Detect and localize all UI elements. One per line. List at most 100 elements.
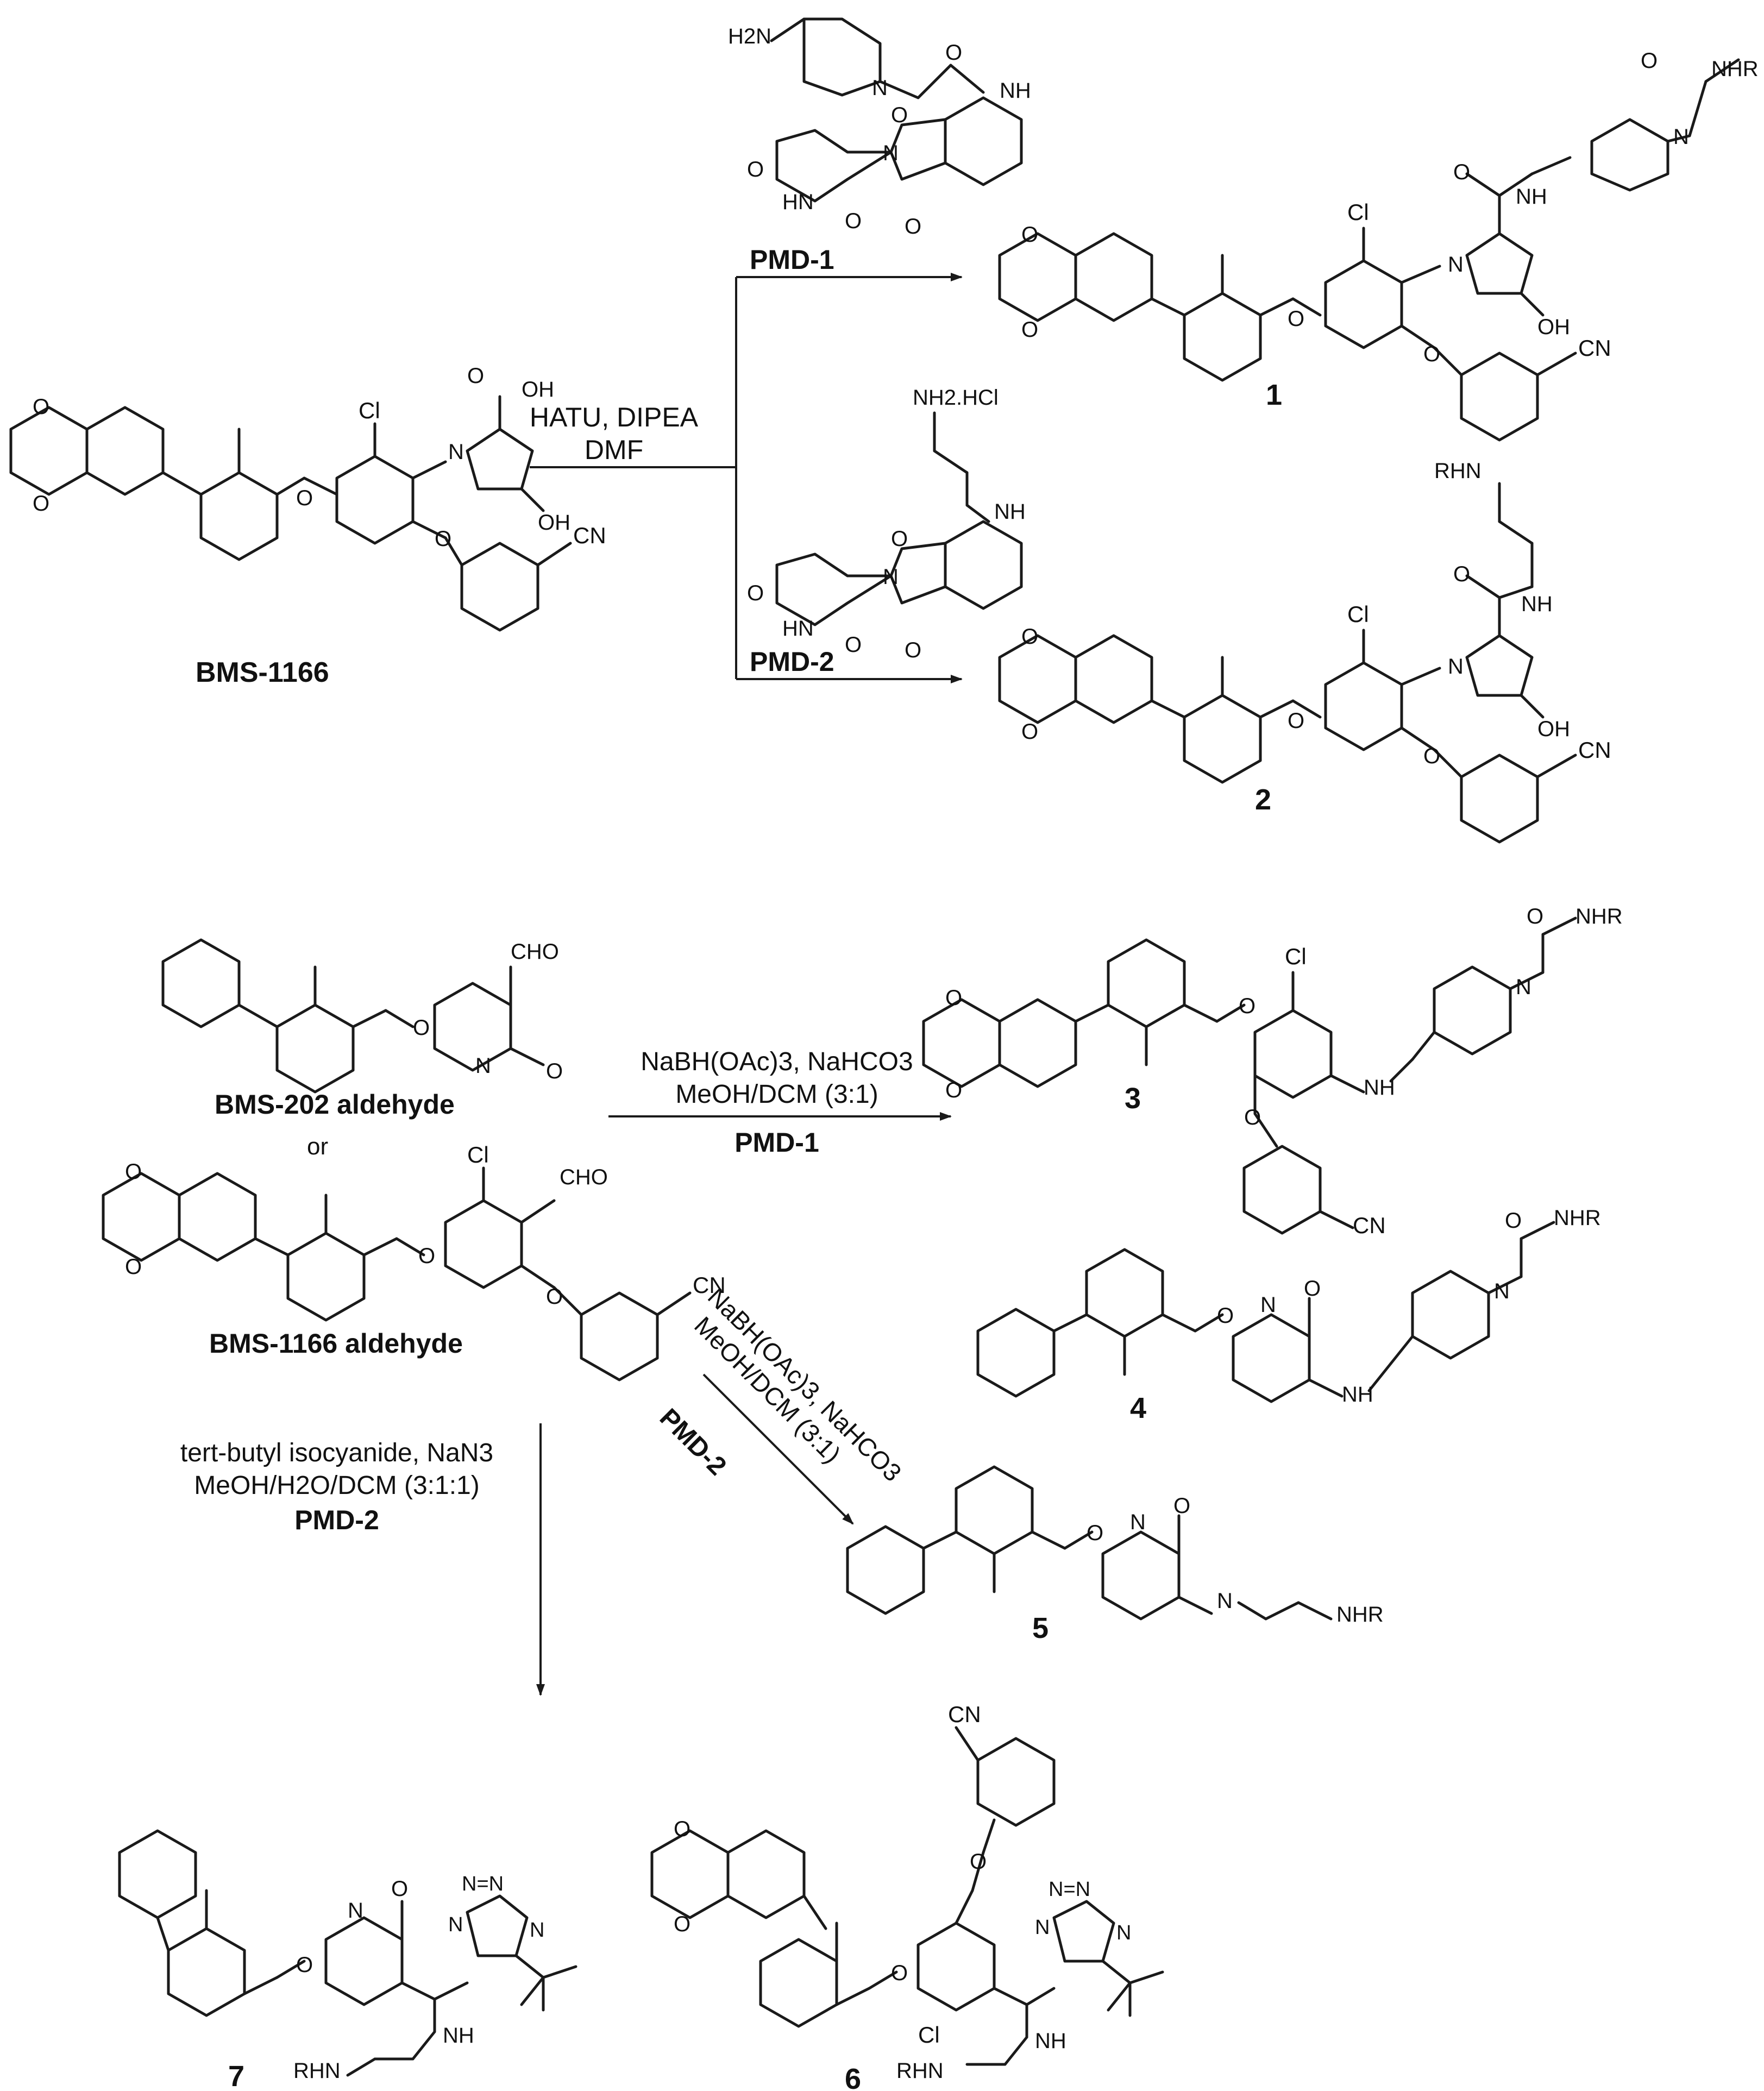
p3-o4: O [1244,1106,1261,1129]
b1166a-o1: O [125,1160,142,1184]
product-7-structure [118,1829,577,2077]
p2-o3: O [1288,709,1304,733]
bms1166-structure [9,395,572,632]
pmd1-o3: O [905,215,921,238]
middle-conditions-2: MeOH/DCM (3:1) [675,1080,878,1109]
p4-n: N [1260,1293,1276,1317]
p3-o3: O [1239,994,1255,1018]
p5-o1: O [1087,1521,1103,1545]
p7-n2: N [448,1913,463,1936]
pmd2-o1: O [891,527,908,551]
p1-nhr: NHR [1711,57,1759,81]
product-6-label: 6 [845,2063,861,2091]
p1-cn: CN [1578,335,1611,361]
p6-n3: N [1116,1922,1131,1944]
p4-nhr: NHR [1554,1206,1601,1230]
bms1166-cl: Cl [359,398,380,423]
product-1-label: 1 [1266,379,1282,411]
product-7-label: 7 [228,2060,244,2091]
p6-cl: Cl [918,2022,940,2048]
pmd1-hn: HN [782,190,814,214]
middle-conditions-1: NaBH(OAc)3, NaHCO3 [641,1047,913,1076]
p7-n3: N [530,1919,544,1942]
bms1166-oh-acid: OH [522,378,554,401]
pmd1-n: N [872,76,888,100]
pmd1-o1: O [945,41,962,65]
p2-rhn: RHN [1434,459,1481,483]
bottom-conditions-2: MeOH/H2O/DCM (3:1:1) [194,1471,479,1500]
pmd1-nh: NH [1000,79,1031,103]
b1166a-cho: CHO [560,1165,608,1189]
pmd1-n2: N [883,141,899,165]
p6-nn: N=N [1049,1878,1090,1901]
bms1166-oh: OH [538,511,570,535]
p3-o1: O [945,986,962,1010]
diagonal-conditions-1: NaBH(OAc)3, NaHCO3 [702,1282,907,1487]
p3-cl: Cl [1285,944,1307,969]
pmd2-nh: NH [994,500,1026,524]
top-conditions-2: DMF [585,435,643,465]
bms1166-aldehyde-structure [102,1166,692,1382]
p1-o1: O [1021,223,1038,247]
p1-o2: O [1021,318,1038,342]
p5-o2: O [1173,1494,1190,1518]
p1-o4: O [1423,342,1440,366]
p7-o1: O [296,1953,313,1977]
pmd1-o5: O [845,209,862,233]
p1-nh: NH [1516,185,1547,209]
b1166a-cl: Cl [467,1142,489,1167]
p6-n2: N [1035,1916,1050,1939]
bms1166-cn: CN [573,523,606,548]
product-5-structure [846,1465,1333,1621]
b202-o2: O [546,1059,563,1083]
p7-rhn: RHN [293,2059,341,2083]
p3-n: N [1516,975,1531,999]
bms202-aldehyde-label: BMS-202 aldehyde [215,1089,455,1120]
diagonal-reagent: PMD-2 [654,1403,732,1481]
p3-o5: O [1527,905,1543,928]
p1-o6: O [1641,49,1658,73]
bms1166-o2: O [33,492,49,516]
or-text: or [307,1133,328,1160]
pmd2-arrow-label: PMD-2 [750,646,834,677]
p1-oh: OH [1537,315,1570,339]
b202-o: O [413,1016,430,1040]
p4-o2: O [1304,1277,1321,1301]
product-6-structure [650,1726,1164,2066]
p6-o2: O [674,1912,690,1936]
p2-cl: Cl [1347,601,1369,627]
product-4-structure [976,1221,1555,1403]
b202-n: N [475,1054,491,1078]
p7-nn: N=N [462,1873,504,1895]
bottom-reagent: PMD-2 [294,1505,379,1535]
p6-o1: O [674,1817,690,1841]
p2-o2: O [1021,720,1038,744]
pmd1-arrow-label: PMD-1 [750,244,834,275]
p2-nh: NH [1521,592,1553,616]
bms202-aldehyde-structure [161,938,545,1094]
b1166a-cn: CN [693,1272,726,1298]
p3-cn: CN [1353,1213,1386,1238]
pmd2-hn: HN [782,617,814,641]
p6-rhn: RHN [896,2059,944,2083]
product-2-label: 2 [1255,783,1271,816]
b1166a-o3: O [418,1244,435,1268]
bms1166-o4: O [435,527,451,551]
pmd2-o4: O [845,633,862,657]
pmd2-o2: O [905,638,921,662]
p2-oh: OH [1537,717,1570,741]
p4-n2: N [1494,1279,1510,1303]
pmd2-o3: O [747,581,764,605]
pmd2-nh2hcl: NH2.HCl [913,386,999,410]
p2-o1: O [1021,625,1038,649]
pmd2-structure [775,411,1023,626]
bms1166-o3: O [296,486,313,510]
b1166a-o2: O [125,1255,142,1279]
middle-reagent: PMD-1 [735,1127,819,1158]
pmd1-structure [770,17,1023,203]
p1-o3: O [1288,307,1304,331]
p1-o5: O [1453,160,1470,184]
p3-nh: NH [1364,1076,1395,1100]
product-5-label: 5 [1032,1612,1049,1644]
